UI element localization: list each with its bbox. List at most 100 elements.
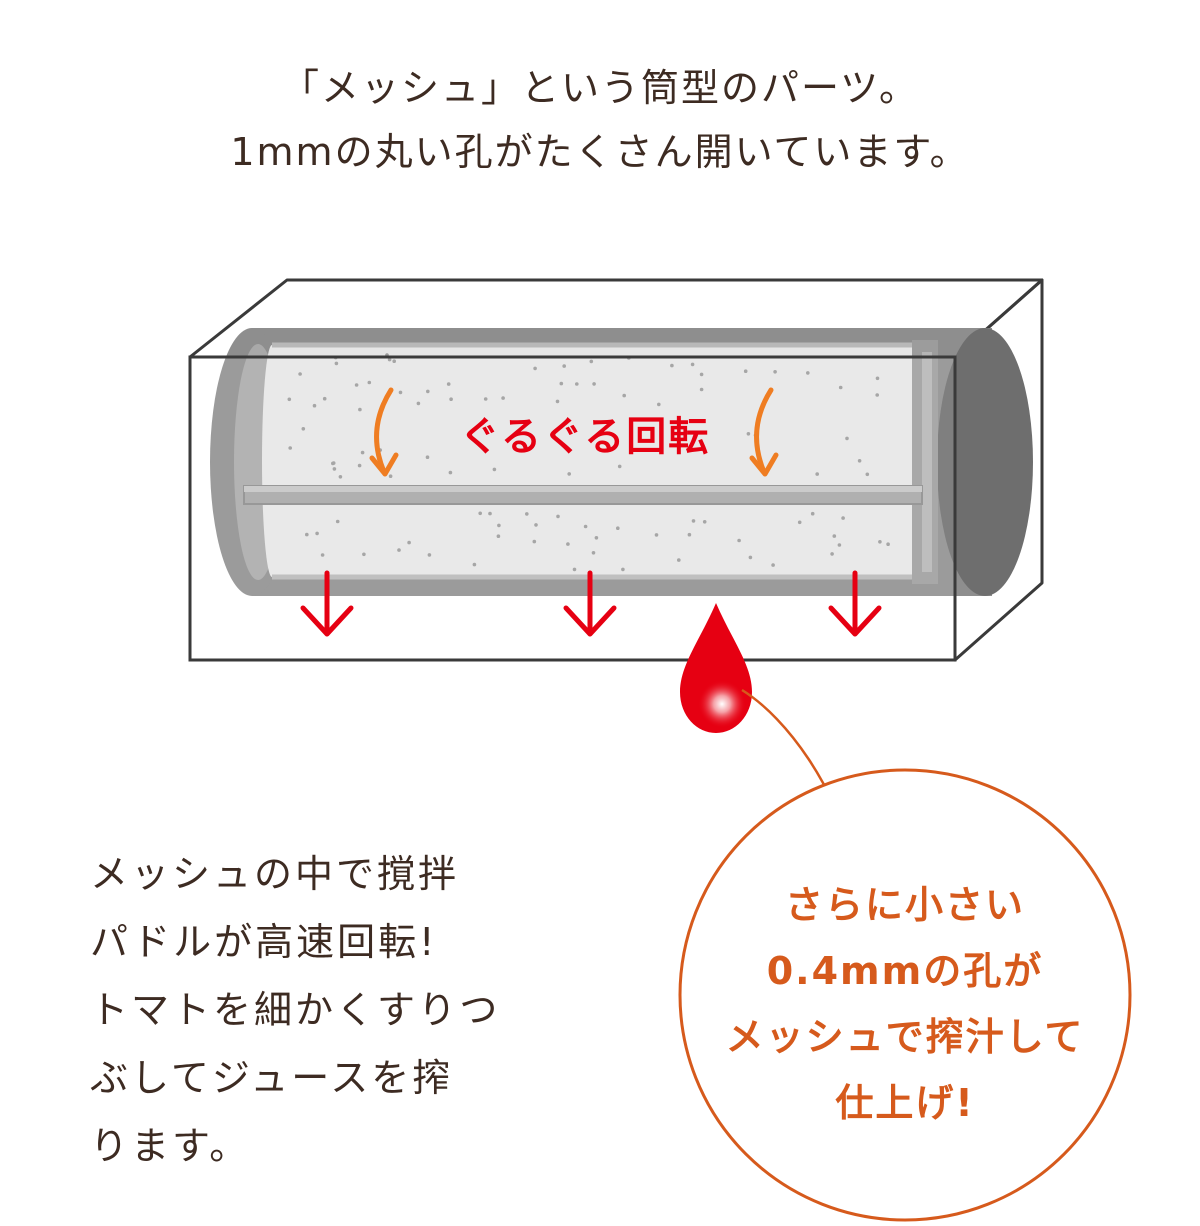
mesh-hole [488,511,492,516]
mesh-hole [691,519,696,523]
mesh-hole [832,534,837,538]
mesh-hole [367,380,372,385]
mesh-hole [838,385,843,390]
mesh-hole [298,372,302,376]
mesh-hole [334,361,339,366]
mesh-hole [797,520,802,525]
mesh-hole [592,382,596,386]
mesh-hole [746,432,751,436]
mesh-hole [687,532,692,537]
mesh-hole [496,534,501,538]
mesh-hole [425,455,430,460]
mesh-hole [322,396,327,401]
mesh-hole [312,403,317,408]
mesh-hole [332,467,337,471]
mesh-hole [670,363,674,368]
mesh-hole [837,543,842,547]
mesh-hole [534,523,538,527]
mesh-hole [737,538,741,543]
mesh-hole [287,397,292,402]
description-line: メッシュの中で撹拌 [90,852,460,896]
mesh-hole [497,523,501,528]
mesh-hole [387,357,392,362]
juice-flow-arrow-3 [828,570,882,637]
juice-flow-arrow-2 [563,570,617,637]
mesh-hole [358,407,362,412]
mesh-hole [875,376,880,381]
callout-line: 仕上げ! [835,1081,975,1125]
mesh-hole [566,542,570,546]
callout-bubble [678,768,1132,1222]
mesh-hole [449,397,453,402]
mesh-hole [886,542,890,546]
mesh-hole [360,450,365,455]
mesh-hole [806,371,810,375]
mesh-hole [559,381,564,386]
mesh-hole [865,472,870,477]
mesh-hole [354,383,359,387]
headline-line-1: 「メッシュ」という筒型のパーツ。 [280,66,920,110]
mesh-hole [622,393,626,398]
mesh-hole [362,552,366,557]
rotation-label: ぐるぐる回転 [460,414,710,460]
mesh-hole [589,359,594,364]
mesh-hole [699,387,704,392]
callout-line: 0.4mmの孔が [766,949,1044,993]
headline-line-2: 1mmの丸い孔がたくさん開いています。 [230,130,970,174]
mesh-hole [555,399,560,404]
mesh-hole [616,526,620,530]
mesh-holes [287,353,890,572]
mesh-hole [743,369,748,374]
mesh-hole [810,511,815,516]
mesh-hole [594,536,599,540]
cylinder-end-cap [937,328,1033,596]
mesh-hole [288,446,293,450]
mesh-hole [407,540,411,545]
headline: 「メッシュ」という筒型のパーツ。 1mmの丸い孔がたくさん開いています。 [0,56,1200,184]
mesh-hole [654,533,659,537]
mesh-hole [392,359,397,364]
callout-line: メッシュで搾汁して [725,1015,1085,1059]
mesh-hole [621,567,625,572]
mesh-hole [699,372,704,377]
mesh-hole [878,540,882,544]
mesh-hole [397,548,401,552]
juice-droplet [680,603,752,733]
mesh-hole [525,512,529,516]
mesh-hole [532,539,537,544]
description-line: パドルが高速回転! [90,920,438,964]
mesh-hole [315,531,319,536]
mesh-hole [748,555,753,560]
mesh-hole [398,390,403,395]
callout-line: さらに小さい [784,883,1025,927]
mesh-hole [575,382,579,386]
mesh-hole [815,472,819,476]
mesh-hole [416,401,421,406]
mesh-hole [567,472,571,476]
mesh-hole [677,558,681,562]
mesh-hole [338,475,343,479]
mesh-hole [426,389,430,394]
mesh-hole [483,397,488,401]
mesh-hole [702,520,707,524]
mesh-hole [572,567,577,572]
mesh-hole [562,364,566,368]
mesh-hole [448,470,453,475]
mesh-hole [657,402,661,407]
mesh-hole [492,467,497,472]
mesh-hole [533,366,537,371]
description-text: メッシュの中で撹拌 パドルが高速回転! トマトを細かくすりつ ぶしてジュースを搾… [90,840,540,1180]
mesh-hole [857,459,862,463]
mesh-hole [841,516,845,520]
mesh-hole [501,396,505,400]
mesh-hole [301,427,306,431]
mesh-hole [690,362,695,367]
mesh-hole [446,382,451,386]
mesh-hole [771,563,775,567]
mesh-hole [591,551,596,555]
mesh-hole [388,474,393,479]
mesh-hole [335,519,340,524]
mesh-hole [830,552,834,556]
juice-flow-arrow-1 [300,570,354,637]
